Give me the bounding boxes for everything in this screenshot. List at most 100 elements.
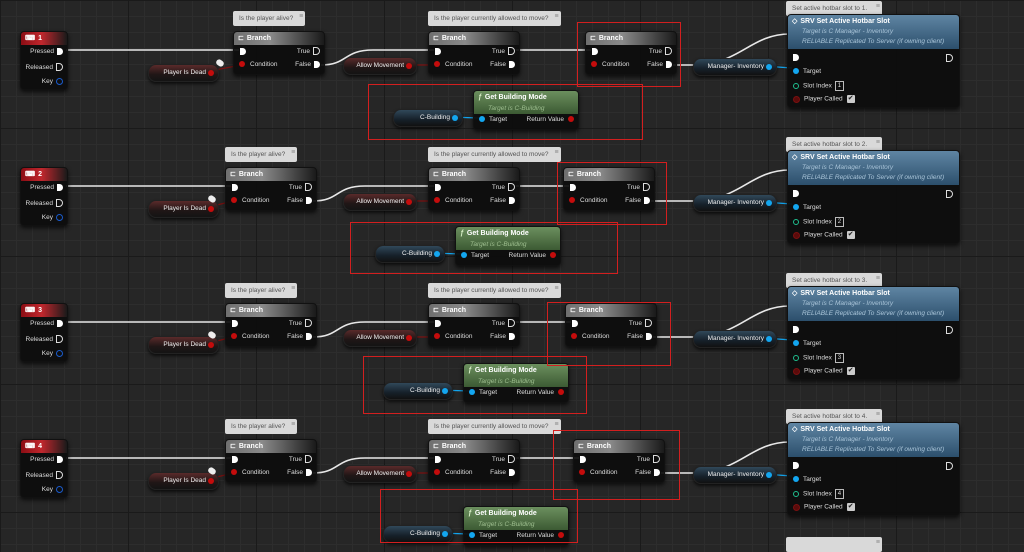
exec-out-pin-icon[interactable] [946, 326, 953, 334]
exec-in-pin-icon[interactable] [232, 456, 238, 463]
exec-out-pin-icon[interactable] [644, 197, 650, 204]
object-pin-icon[interactable] [434, 251, 440, 257]
comment-bubble[interactable]: Set active hotbar slot to 4. [786, 409, 882, 424]
branch-condition-pin[interactable]: Condition [434, 469, 472, 476]
struct-pin-icon[interactable] [56, 350, 63, 357]
exec-out-pin-icon[interactable] [665, 47, 672, 55]
bool-pin-icon[interactable] [793, 95, 800, 103]
target-pin[interactable]: Target [469, 532, 497, 539]
branch-false-pin[interactable]: False [287, 197, 312, 204]
branch-condition-pin[interactable]: Condition [571, 333, 609, 340]
exec-in-pin-icon[interactable] [793, 462, 799, 469]
branch-true-pin[interactable]: True [492, 319, 515, 327]
branch-condition-pin[interactable]: Condition [239, 61, 277, 68]
exec-in-pin-icon[interactable] [592, 48, 598, 55]
bool-pin-icon[interactable] [208, 206, 214, 212]
return-value-pin[interactable]: Return Value [517, 532, 564, 539]
exec-in-pin-icon[interactable] [793, 326, 799, 333]
branch-true-pin[interactable]: True [492, 47, 515, 55]
object-pin-icon[interactable] [469, 532, 475, 539]
bool-pin-icon[interactable] [568, 116, 574, 123]
object-pin-icon[interactable] [461, 252, 467, 259]
int-pin-icon[interactable] [793, 219, 799, 225]
exec-out-pin-icon[interactable] [645, 319, 652, 327]
exec-in-pin-icon[interactable] [435, 456, 441, 463]
key-pin-released[interactable]: Released [26, 199, 63, 207]
exec-out-pin-icon[interactable] [508, 319, 515, 327]
int-pin-icon[interactable] [793, 355, 799, 361]
bool-pin-icon[interactable] [434, 197, 440, 204]
bool-pin-icon[interactable] [231, 197, 237, 204]
comment-bubble-partial[interactable] [786, 537, 882, 552]
exec-pin-icon[interactable] [56, 335, 63, 343]
bool-pin-icon[interactable] [558, 389, 564, 396]
player-called-checkbox[interactable]: ✔ [846, 231, 855, 239]
c-building-variable[interactable]: C-Building [383, 525, 453, 543]
key-pin-key[interactable]: Key [42, 214, 63, 221]
object-pin-icon[interactable] [452, 115, 458, 121]
exec-pin-icon[interactable] [56, 63, 63, 71]
manager-inventory-variable[interactable]: Manager- Inventory [693, 330, 777, 348]
bool-pin-icon[interactable] [434, 333, 440, 340]
return-value-pin[interactable]: Return Value [509, 252, 556, 259]
key-pin-pressed[interactable]: Pressed [30, 456, 63, 463]
srv-target-pin[interactable]: Target [793, 204, 821, 211]
exec-out-pin-icon[interactable] [509, 197, 515, 204]
branch-true-pin[interactable]: True [289, 319, 312, 327]
object-pin-icon[interactable] [766, 200, 772, 206]
exec-out-pin-icon[interactable] [305, 455, 312, 463]
allow-movement-variable[interactable]: Allow Movement [343, 329, 417, 347]
bool-pin-icon[interactable] [569, 197, 575, 204]
bool-pin-icon[interactable] [239, 61, 245, 68]
exec-out-pin-icon[interactable] [653, 455, 660, 463]
bool-pin-icon[interactable] [793, 367, 800, 375]
branch-false-pin[interactable]: False [625, 197, 650, 204]
comment-bubble[interactable]: Is the player currently allowed to move? [428, 11, 561, 26]
comment-bubble[interactable]: Is the player currently allowed to move? [428, 283, 561, 298]
srv-target-pin[interactable]: Target [793, 340, 821, 347]
branch-false-pin[interactable]: False [627, 333, 652, 340]
exec-in-pin-icon[interactable] [240, 48, 246, 55]
comment-bubble[interactable]: Is the player alive? [225, 419, 298, 434]
struct-pin-icon[interactable] [56, 214, 63, 221]
slot-index-input[interactable]: 1 [834, 81, 844, 91]
branch-condition-pin[interactable]: Condition [591, 61, 629, 68]
comment-bubble[interactable]: Is the player alive? [225, 147, 298, 162]
object-pin-icon[interactable] [766, 472, 772, 478]
exec-in-pin-icon[interactable] [232, 184, 238, 191]
player-is-dead-variable[interactable]: Player Is Dead [148, 336, 219, 354]
manager-inventory-variable[interactable]: Manager- Inventory [693, 466, 777, 484]
comment-bubble[interactable]: Is the player currently allowed to move? [428, 419, 561, 434]
comment-bubble[interactable]: Set active hotbar slot to 2. [786, 137, 882, 152]
branch-false-pin[interactable]: False [635, 469, 660, 476]
bool-pin-icon[interactable] [406, 335, 412, 341]
srv-target-pin[interactable]: Target [793, 68, 821, 75]
branch-true-pin[interactable]: True [627, 183, 650, 191]
object-pin-icon[interactable] [793, 68, 799, 75]
target-pin[interactable]: Target [461, 252, 489, 259]
exec-in-pin-icon[interactable] [572, 320, 578, 327]
branch-condition-pin[interactable]: Condition [579, 469, 617, 476]
key-pin-pressed[interactable]: Pressed [30, 320, 63, 327]
exec-out-pin-icon[interactable] [509, 61, 515, 68]
branch-false-pin[interactable]: False [490, 333, 515, 340]
bool-pin-icon[interactable] [434, 61, 440, 68]
key-pin-key[interactable]: Key [42, 78, 63, 85]
exec-in-pin-icon[interactable] [793, 190, 799, 197]
exec-out-pin-icon[interactable] [306, 333, 312, 340]
exec-in-pin-icon[interactable] [232, 320, 238, 327]
bool-pin-icon[interactable] [208, 70, 214, 76]
player-called-pin[interactable]: Player Called✔ [793, 367, 855, 375]
